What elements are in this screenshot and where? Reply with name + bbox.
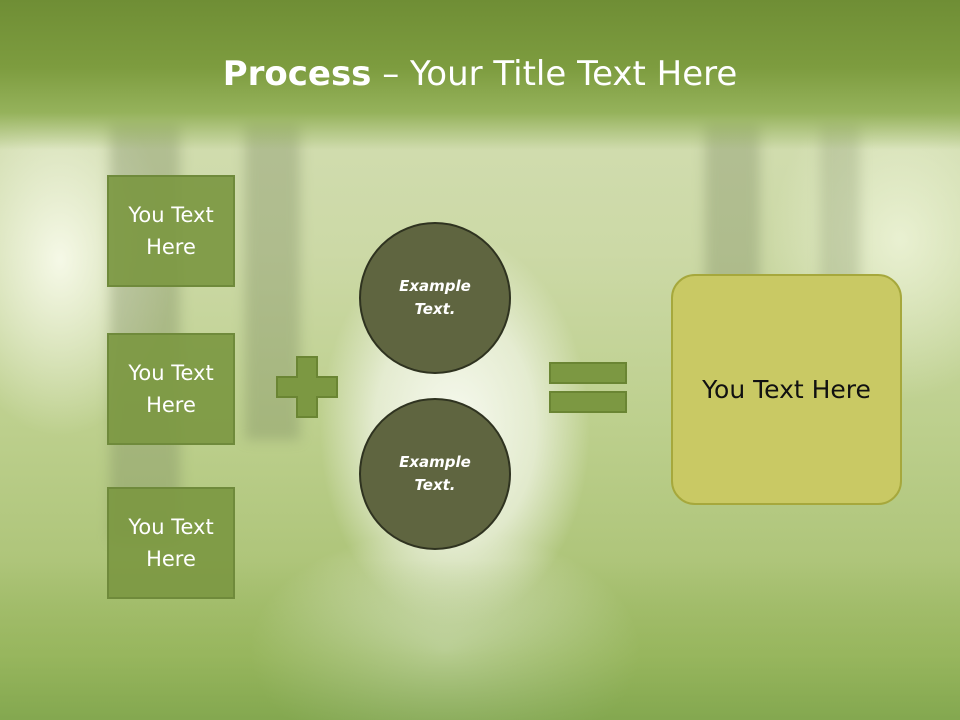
result-label: You Text Here bbox=[702, 374, 871, 404]
left-box-1: You Text Here bbox=[107, 175, 235, 287]
result-box: You Text Here bbox=[671, 274, 902, 505]
circle-label: Example Text. bbox=[399, 277, 471, 318]
equals-icon-bottom-bar bbox=[549, 391, 627, 413]
left-box-2: You Text Here bbox=[107, 333, 235, 445]
circle-label: Example Text. bbox=[399, 453, 471, 494]
plus-icon bbox=[276, 356, 338, 418]
example-circle-1: Example Text. bbox=[359, 222, 511, 374]
title-band bbox=[0, 0, 960, 150]
slide-title: Process – Your Title Text Here bbox=[0, 52, 960, 96]
example-circle-2: Example Text. bbox=[359, 398, 511, 550]
equals-icon-top-bar bbox=[549, 362, 627, 384]
left-box-3: You Text Here bbox=[107, 487, 235, 599]
left-box-label: You Text Here bbox=[128, 515, 214, 571]
title-rest: – Your Title Text Here bbox=[371, 54, 738, 94]
left-box-label: You Text Here bbox=[128, 203, 214, 259]
title-bold: Process bbox=[222, 54, 372, 94]
left-box-label: You Text Here bbox=[128, 361, 214, 417]
